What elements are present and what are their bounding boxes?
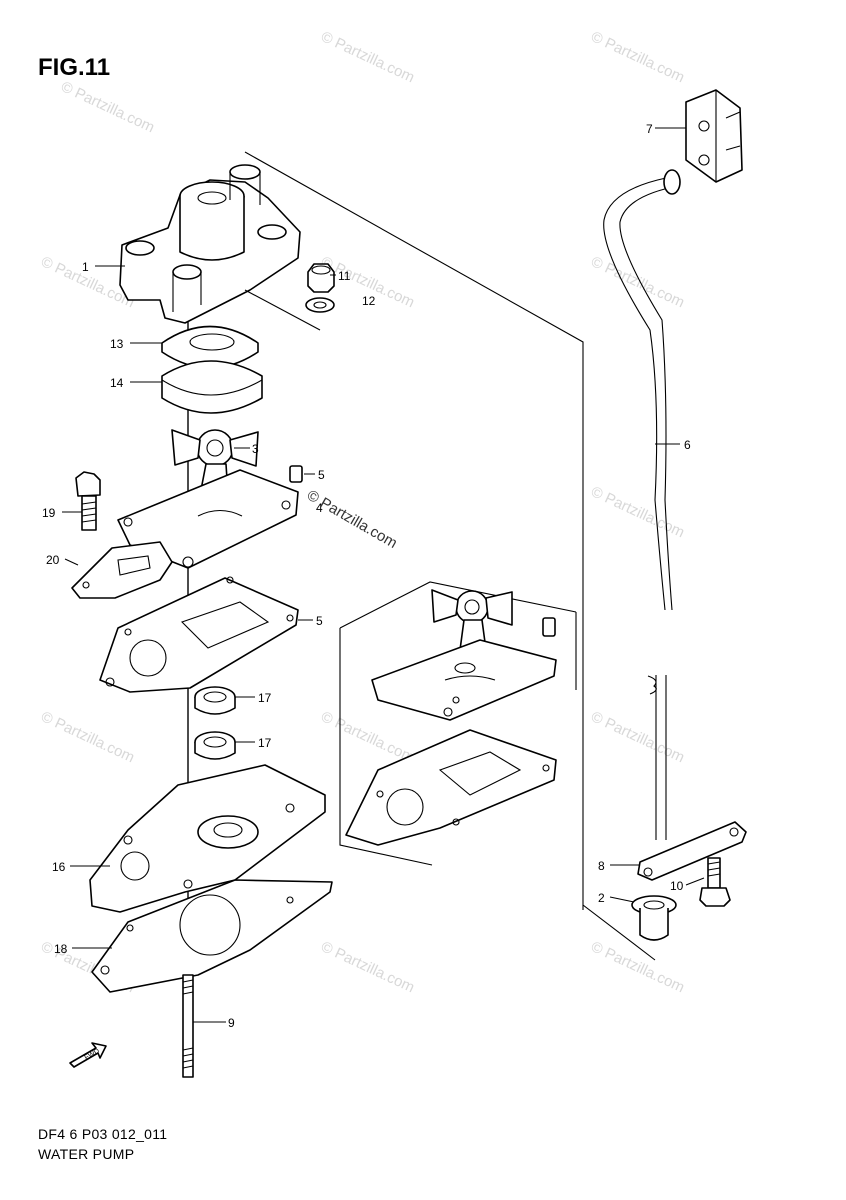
watermark-text: © Partzilla.com xyxy=(58,78,157,136)
bolt-part xyxy=(75,471,101,531)
callout-9: 9 xyxy=(228,1016,235,1030)
water-hose-part xyxy=(603,169,681,840)
callout-8: 8 xyxy=(598,859,605,873)
callout-labels: 1 2 3 4 5 5 6 7 8 9 10 11 12 13 14 16 17… xyxy=(42,122,691,1030)
callout-7: 7 xyxy=(646,122,653,136)
diagram-name: WATER PUMP xyxy=(38,1146,135,1162)
grommet-part xyxy=(631,895,677,941)
callout-19: 19 xyxy=(42,506,56,520)
gasket-part xyxy=(99,576,299,693)
forward-arrow-icon: FWD xyxy=(69,1042,107,1068)
callout-20: 20 xyxy=(46,553,60,567)
watermark-text: © Partzilla.com xyxy=(38,708,137,766)
clamp-bolt-part xyxy=(699,857,731,907)
callout-13: 13 xyxy=(110,337,124,351)
callout-5-key: 5 xyxy=(318,468,325,482)
kit-outline xyxy=(339,581,577,629)
watermark-text: © Partzilla.com xyxy=(318,28,417,86)
watermark-text: © Partzilla.com xyxy=(318,938,417,996)
plate-gasket-part xyxy=(71,541,173,599)
kit-impeller-part xyxy=(431,589,513,651)
kit-wear-plate-part xyxy=(371,639,557,721)
hose-clamp-part xyxy=(637,821,747,881)
callout-17-lower: 17 xyxy=(258,736,272,750)
hose-bracket-part xyxy=(685,89,743,183)
callout-18: 18 xyxy=(54,942,68,956)
callout-6: 6 xyxy=(684,438,691,452)
callout-10: 10 xyxy=(670,879,684,893)
kit-outline xyxy=(339,628,433,866)
callout-2: 2 xyxy=(598,891,605,905)
washer-part xyxy=(305,297,335,313)
housing-base-part xyxy=(89,764,326,913)
callout-3: 3 xyxy=(252,442,259,456)
pump-liner-part xyxy=(161,325,263,414)
watermark-text: © Partzilla.com xyxy=(588,483,687,541)
group-outline xyxy=(244,151,656,961)
kit-key-part xyxy=(542,617,556,637)
pump-case-part xyxy=(119,164,301,324)
wear-plate-part xyxy=(117,469,299,569)
stud-bolt-part xyxy=(182,974,194,1078)
kit-gasket-part xyxy=(345,729,557,846)
leader-line xyxy=(244,289,321,331)
nut-part xyxy=(307,263,335,293)
callout-4: 4 xyxy=(316,501,323,515)
key-part xyxy=(289,465,303,483)
oil-seal-part xyxy=(194,686,236,715)
callout-17-upper: 17 xyxy=(258,691,272,705)
callout-14: 14 xyxy=(110,376,124,390)
watermark-text: © Partzilla.com xyxy=(588,253,687,311)
diagram-code: DF4 6 P03 012_011 xyxy=(38,1126,168,1142)
watermark-text: © Partzilla.com xyxy=(318,708,417,766)
watermark-center-text: © Partzilla.com xyxy=(304,487,400,552)
watermark-text: © Partzilla.com xyxy=(588,708,687,766)
callout-16: 16 xyxy=(52,860,66,874)
callout-5-gasket: 5 xyxy=(316,614,323,628)
figure-title: FIG.11 xyxy=(38,54,111,81)
leader-lines xyxy=(62,127,705,1023)
callout-1: 1 xyxy=(82,260,89,274)
callout-11: 11 xyxy=(338,269,351,283)
oil-seal-part xyxy=(194,731,236,760)
callout-12: 12 xyxy=(362,294,376,308)
lower-gasket-part xyxy=(91,879,333,993)
watermark-text: © Partzilla.com xyxy=(588,28,687,86)
forward-arrow-label: FWD xyxy=(84,1048,101,1062)
